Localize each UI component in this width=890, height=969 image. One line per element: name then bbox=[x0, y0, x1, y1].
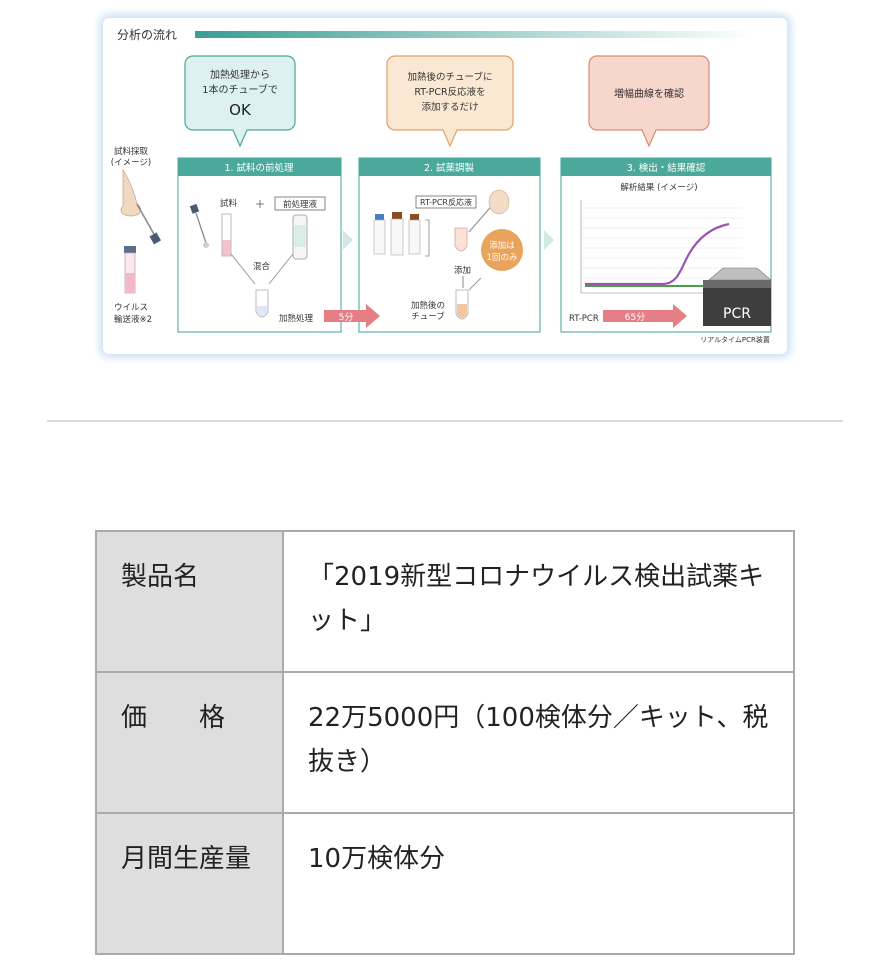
row-label: 月間生産量 bbox=[95, 812, 284, 955]
bubble-3: 増幅曲線を確認 bbox=[588, 55, 710, 148]
pipette-hand-icon bbox=[468, 189, 510, 233]
bubble-3-line-1: 増幅曲線を確認 bbox=[614, 87, 684, 100]
step1-sample-label: 試料 bbox=[220, 198, 238, 209]
step3-rtpcr-label: RT-PCR bbox=[569, 314, 599, 324]
section-divider bbox=[47, 420, 843, 422]
row-value: 「2019新型コロナウイルス検出試薬キット」 bbox=[282, 530, 795, 673]
bubble-2: 加熱後のチューブに RT-PCR反応液を 添加するだけ bbox=[386, 55, 514, 148]
pipette-icon bbox=[468, 277, 482, 291]
chevron-right-icon bbox=[544, 230, 554, 250]
bubble-2-line-3: 添加するだけ bbox=[421, 102, 478, 113]
badge-line-1: 添加は bbox=[489, 240, 515, 251]
bubble-1-big: OK bbox=[229, 101, 252, 119]
bubble-2-line-2: RT-PCR反応液を bbox=[414, 86, 485, 98]
analysis-flow-figure: 分析の流れ 加熱処理から 1本のチューブで OK 加熱後のチューブに RT-PC… bbox=[103, 18, 787, 354]
device-label: PCR bbox=[723, 306, 751, 322]
rtpcr-box-label bbox=[415, 195, 477, 209]
step2-tube-label-2: チューブ bbox=[411, 311, 445, 322]
swab-icon bbox=[189, 203, 209, 248]
row-label: 価 格 bbox=[95, 671, 284, 814]
row-value: 10万検体分 bbox=[282, 812, 795, 955]
product-spec-table: 製品名 「2019新型コロナウイルス検出試薬キット」 価 格 22万5000円（… bbox=[95, 530, 795, 955]
mix-arrow-left bbox=[230, 253, 256, 285]
step-2-title: 2. 試薬調製 bbox=[424, 162, 475, 174]
mix-tube-icon bbox=[454, 227, 468, 252]
transport-tube-icon bbox=[124, 246, 136, 294]
sample-label-2: (イメージ) bbox=[111, 158, 151, 168]
step2-add-label: 添加 bbox=[454, 265, 471, 276]
row-label: 製品名 bbox=[95, 530, 284, 673]
time-arrow-1 bbox=[324, 304, 380, 328]
table-row: 製品名 「2019新型コロナウイルス検出試薬キット」 bbox=[95, 530, 795, 673]
reagent-box-label bbox=[274, 196, 326, 211]
heated-tube-fill bbox=[457, 304, 467, 318]
device-caption: リアルタイムPCR装置 bbox=[700, 335, 770, 344]
sample-label-1: 試料採取 bbox=[114, 146, 149, 157]
table-row: 月間生産量 10万検体分 bbox=[95, 812, 795, 955]
bubble-2-line-1: 加熱後のチューブに bbox=[408, 71, 493, 83]
pcr-device-icon bbox=[703, 267, 772, 326]
nose-icon bbox=[120, 168, 141, 217]
figure-header: 分析の流れ bbox=[117, 28, 177, 42]
mix-arrow-right bbox=[268, 253, 294, 285]
pcr-tube-fill bbox=[257, 306, 267, 316]
step-1-title: 1. 試料の前処理 bbox=[224, 162, 294, 174]
step3-chart-title: 解析結果 (イメージ) bbox=[620, 182, 697, 193]
step1-heat-label: 加熱処理 bbox=[279, 313, 314, 324]
swab-icon bbox=[136, 203, 161, 245]
reagent-bottle-label bbox=[294, 225, 306, 247]
header-bar bbox=[195, 31, 755, 38]
table-row: 価 格 22万5000円（100検体分／キット、税抜き） bbox=[95, 671, 795, 814]
bracket bbox=[425, 219, 430, 257]
once-badge bbox=[481, 229, 523, 271]
step3-time: 65分 bbox=[625, 312, 645, 323]
virus-label-2: 輸送液※2 bbox=[114, 314, 152, 325]
bubble-1: 加熱処理から 1本のチューブで OK bbox=[184, 55, 296, 148]
step2-tube-label-1: 加熱後の bbox=[411, 300, 445, 311]
sample-tube-fill bbox=[222, 240, 231, 256]
virus-label-1: ウイルス bbox=[114, 303, 148, 313]
amplification-curve bbox=[585, 222, 730, 286]
step1-time: 5分 bbox=[339, 312, 354, 323]
step1-reagent-label: 前処理液 bbox=[283, 199, 318, 210]
time-arrow-2 bbox=[603, 304, 687, 328]
step-3-title: 3. 検出・結果確認 bbox=[627, 162, 706, 174]
chevron-right-icon bbox=[343, 230, 353, 250]
step1-plus: + bbox=[255, 197, 265, 211]
sample-tube-icon bbox=[221, 213, 232, 257]
row-value: 22万5000円（100検体分／キット、税抜き） bbox=[282, 671, 795, 814]
bubble-1-line-1: 加熱処理から bbox=[210, 68, 270, 81]
step2-reagent-label: RT-PCR反応液 bbox=[420, 197, 472, 207]
badge-line-2: 1回のみ bbox=[487, 253, 518, 263]
bubble-1-line-2: 1本のチューブで bbox=[202, 83, 278, 96]
reagent-vials-icon bbox=[373, 212, 421, 256]
step1-mix-label: 混合 bbox=[253, 261, 271, 272]
